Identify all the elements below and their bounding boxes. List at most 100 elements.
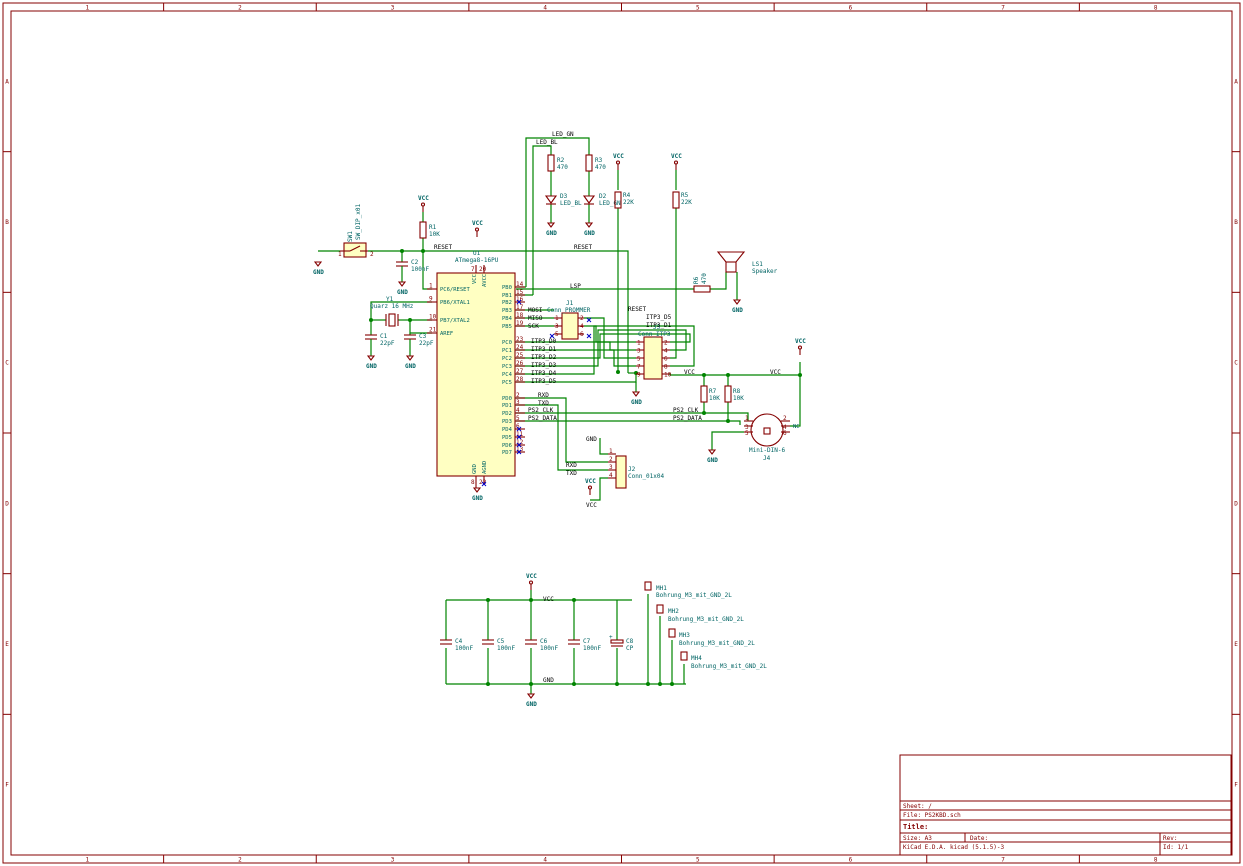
j2-pin-1: 1 xyxy=(609,448,613,455)
c5-capacitor[interactable]: C5 100nF xyxy=(482,638,515,652)
u1-pin-right-num-19: 13 xyxy=(516,446,524,453)
gnd-symbol-3: GND xyxy=(405,363,416,370)
net-vcc-itp: VCC xyxy=(684,369,695,376)
c7-capacitor[interactable]: C7 100nF xyxy=(568,638,601,652)
frame-row-right-F: F xyxy=(1234,782,1238,789)
u1-pin-right-num-8: 25 xyxy=(516,352,524,359)
sw1-ref: SW1 xyxy=(347,231,354,242)
y1-crystal[interactable]: Y1 Quarz 16 MHz xyxy=(370,296,414,327)
j3-pin-3: 3 xyxy=(637,348,641,355)
u1-pin-bot-1-name: GND xyxy=(472,464,478,474)
r5-value: 22K xyxy=(681,199,692,206)
c2-capacitor[interactable]: C2 100nF xyxy=(396,259,429,282)
c1-capacitor[interactable]: C1 22pF xyxy=(365,333,395,347)
j1-value: Conn_PROMMER xyxy=(547,307,591,314)
j1-pin-3: 3 xyxy=(555,323,559,330)
r5-resistor[interactable]: R5 22K xyxy=(672,191,692,209)
j3-pin-7: 7 xyxy=(637,364,641,371)
c8-capacitor[interactable]: + C8 CP xyxy=(609,634,634,652)
c6-value: 100nF xyxy=(540,645,558,652)
net-reset-1: RESET xyxy=(434,244,452,251)
tb-id: Id: 1/1 xyxy=(1163,844,1189,851)
j2-pin-2: 2 xyxy=(609,456,613,463)
u1-pin-right-name-7: PC1 xyxy=(502,348,512,354)
u1-pin-right-name-5: PB5 xyxy=(502,324,512,330)
r4-resistor[interactable]: R4 22K xyxy=(614,191,634,209)
frame-col-bottom-3: 3 xyxy=(391,857,395,864)
u1-pin-right-name-0: PB0 xyxy=(502,285,512,291)
d2-led[interactable]: D2 LED_GN xyxy=(582,193,621,207)
frame-col-bottom-7: 7 xyxy=(1001,857,1005,864)
mh3-ref: MH3 xyxy=(679,632,690,639)
net-itp3-d3: ITP3_D3 xyxy=(531,362,557,369)
r8-ref: R8 xyxy=(733,388,741,395)
net-led-bl: LED_BL xyxy=(536,139,558,146)
u1-pin-left-num-2: 10 xyxy=(429,314,437,321)
j4-value: Mini-DIN-6 xyxy=(749,447,786,454)
gnd-symbol-10: GND xyxy=(526,701,537,708)
frame-col-top-2: 2 xyxy=(238,5,242,12)
frame-col-bottom-2: 2 xyxy=(238,857,242,864)
frame-row-right-A: A xyxy=(1234,78,1238,85)
u1-pin-right-num-4: 18 xyxy=(516,312,524,319)
j3-pin-6: 6 xyxy=(664,356,668,363)
d3-ref: D3 xyxy=(560,193,568,200)
vcc-symbol-0: VCC xyxy=(418,195,429,202)
mh4-mounting-hole[interactable]: MH4 Bohrung_M3_mit_GND_2L xyxy=(680,651,767,670)
c7-ref: C7 xyxy=(583,638,591,645)
frame-row-left-A: A xyxy=(5,78,9,85)
j1-pin-2: 2 xyxy=(580,315,584,322)
junctions xyxy=(369,249,802,686)
j4-ref: J4 xyxy=(763,455,771,462)
u1-pin-right-num-0: 14 xyxy=(516,281,524,288)
c4-value: 100nF xyxy=(455,645,473,652)
u1-pin-right-name-10: PC4 xyxy=(502,372,513,378)
r8-resistor[interactable]: R8 10K xyxy=(724,385,744,403)
d3-led[interactable]: D3 LED_BL xyxy=(544,193,582,207)
c3-capacitor[interactable]: C3 22pF xyxy=(404,333,434,347)
net-itp3-d2: ITP3_D2 xyxy=(531,354,557,361)
frame-col-bottom-1: 1 xyxy=(86,857,90,864)
r3-resistor[interactable]: R3 470 xyxy=(585,154,606,172)
c2-ref: C2 xyxy=(411,259,419,266)
frame-row-left-C: C xyxy=(5,360,9,367)
wires xyxy=(318,137,801,694)
ls1-ref: LS1 xyxy=(752,261,763,268)
ls1-speaker[interactable]: LS1 Speaker xyxy=(716,251,778,275)
vcc-symbol-3: VCC xyxy=(671,153,682,160)
net-itp3-d1-b: ITP3_D1 xyxy=(646,322,672,329)
j4-pin-1: 1 xyxy=(745,415,749,422)
u1-atmega8[interactable]: U1 ATmega8-16PU 1PC6/RESET9PB6/XTAL110PB… xyxy=(427,250,525,488)
gnd-symbol-5: GND xyxy=(584,230,595,237)
c3-ref: C3 xyxy=(419,333,427,340)
r5-ref: R5 xyxy=(681,192,689,199)
u1-pin-right-num-12: 2 xyxy=(516,392,520,399)
frame-col-top-3: 3 xyxy=(391,5,395,12)
r7-resistor[interactable]: R7 10K xyxy=(700,385,720,403)
c4-capacitor[interactable]: C4 100nF xyxy=(440,638,473,652)
mh2-mounting-hole[interactable]: MH2 Bohrung_M3_mit_GND_2L xyxy=(656,604,744,623)
r7-value: 10K xyxy=(709,395,720,402)
j2-ref: J2 xyxy=(628,466,636,473)
r6-resistor[interactable]: R6 470 xyxy=(693,273,711,293)
u1-pin-left-name-1: PB6/XTAL1 xyxy=(440,300,470,306)
c6-capacitor[interactable]: C6 100nF xyxy=(525,638,558,652)
mh3-mounting-hole[interactable]: MH3 Bohrung_M3_mit_GND_2L xyxy=(668,628,755,647)
frame-row-right-B: B xyxy=(1234,219,1238,226)
r1-resistor[interactable]: R1 10K xyxy=(419,221,440,239)
tb-size: Size: A3 xyxy=(903,835,932,842)
j4-nc: NC xyxy=(793,424,800,430)
sw1-dip-switch[interactable]: SW1 SW_DIP_x01 1 2 xyxy=(338,203,374,258)
sw1-pin1: 1 xyxy=(338,251,342,258)
vcc-symbol-4: VCC xyxy=(795,338,806,345)
mh1-mounting-hole[interactable]: MH1 Bohrung_M3_mit_GND_2L xyxy=(644,581,732,599)
y1-ref: Y1 xyxy=(386,296,394,303)
frame-row-left-E: E xyxy=(5,641,9,648)
r2-resistor[interactable]: R2 470 xyxy=(547,154,568,172)
net-ps2-data-b: PS2_DATA xyxy=(673,415,702,422)
frame-col-bottom-6: 6 xyxy=(849,857,853,864)
